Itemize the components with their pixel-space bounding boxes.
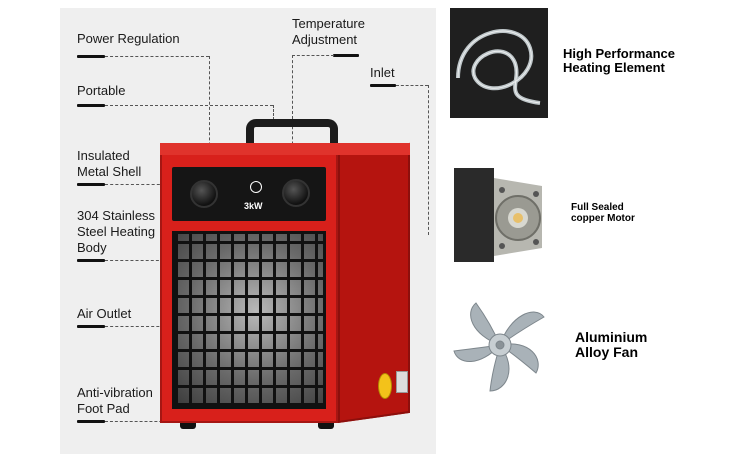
callout-insulated-shell: Insulated Metal Shell <box>77 148 142 179</box>
callout-bar <box>77 259 105 262</box>
heater-top-panel <box>160 143 410 155</box>
air-outlet-grille <box>172 231 326 409</box>
callout-power-regulation: Power Regulation <box>77 31 180 46</box>
certification-badge-icon <box>378 373 392 399</box>
leader-line <box>105 105 273 106</box>
rating-label-plate <box>396 371 408 393</box>
coiled-tube-icon <box>456 29 541 105</box>
leader-line <box>292 55 293 175</box>
callout-bar <box>77 325 105 328</box>
leader-line <box>396 85 428 86</box>
leader-line <box>209 56 210 176</box>
callout-foot-pad: Anti-vibration Foot Pad <box>77 385 153 416</box>
leader-line <box>105 326 185 327</box>
leader-line <box>105 184 165 185</box>
callout-inlet: Inlet <box>370 65 395 80</box>
callout-bar <box>77 420 105 423</box>
control-panel: 3kW <box>172 167 326 221</box>
callout-bar <box>77 104 105 107</box>
callout-bar <box>77 183 105 186</box>
motor-icon <box>454 168 542 262</box>
callout-air-outlet: Air Outlet <box>77 306 132 321</box>
leader-line <box>105 56 209 57</box>
callout-temperature-adjustment: Temperature Adjustment <box>292 16 365 47</box>
heating-element-image <box>450 8 548 118</box>
callout-bar <box>77 55 105 58</box>
leader-line <box>428 85 429 235</box>
feature-fan-label: Aluminium Alloy Fan <box>575 329 648 361</box>
power-knob-icon <box>190 180 218 208</box>
callout-portable: Portable <box>77 83 126 98</box>
callout-bar <box>333 54 359 57</box>
carry-handle <box>246 119 338 151</box>
leader-line <box>105 421 187 422</box>
heater-illustration: 3kW <box>160 119 415 430</box>
feature-motor-label: Full Sealed copper Motor <box>571 202 635 224</box>
motor-image <box>450 160 548 270</box>
leader-line <box>273 105 274 120</box>
temperature-knob-icon <box>282 179 310 207</box>
foot-pad-icon <box>180 423 196 429</box>
power-rating: 3kW <box>244 201 263 211</box>
callout-stainless-body: 304 Stainless Steel Heating Body <box>77 208 156 255</box>
fan-image <box>450 290 548 400</box>
feature-heating-element-label: High Performance Heating Element <box>563 46 675 76</box>
leader-line <box>292 55 334 56</box>
fan-blade-icon <box>453 302 545 392</box>
foot-pad-icon <box>318 423 334 429</box>
thermostat-symbol-icon <box>250 181 262 193</box>
callout-bar <box>370 84 396 87</box>
